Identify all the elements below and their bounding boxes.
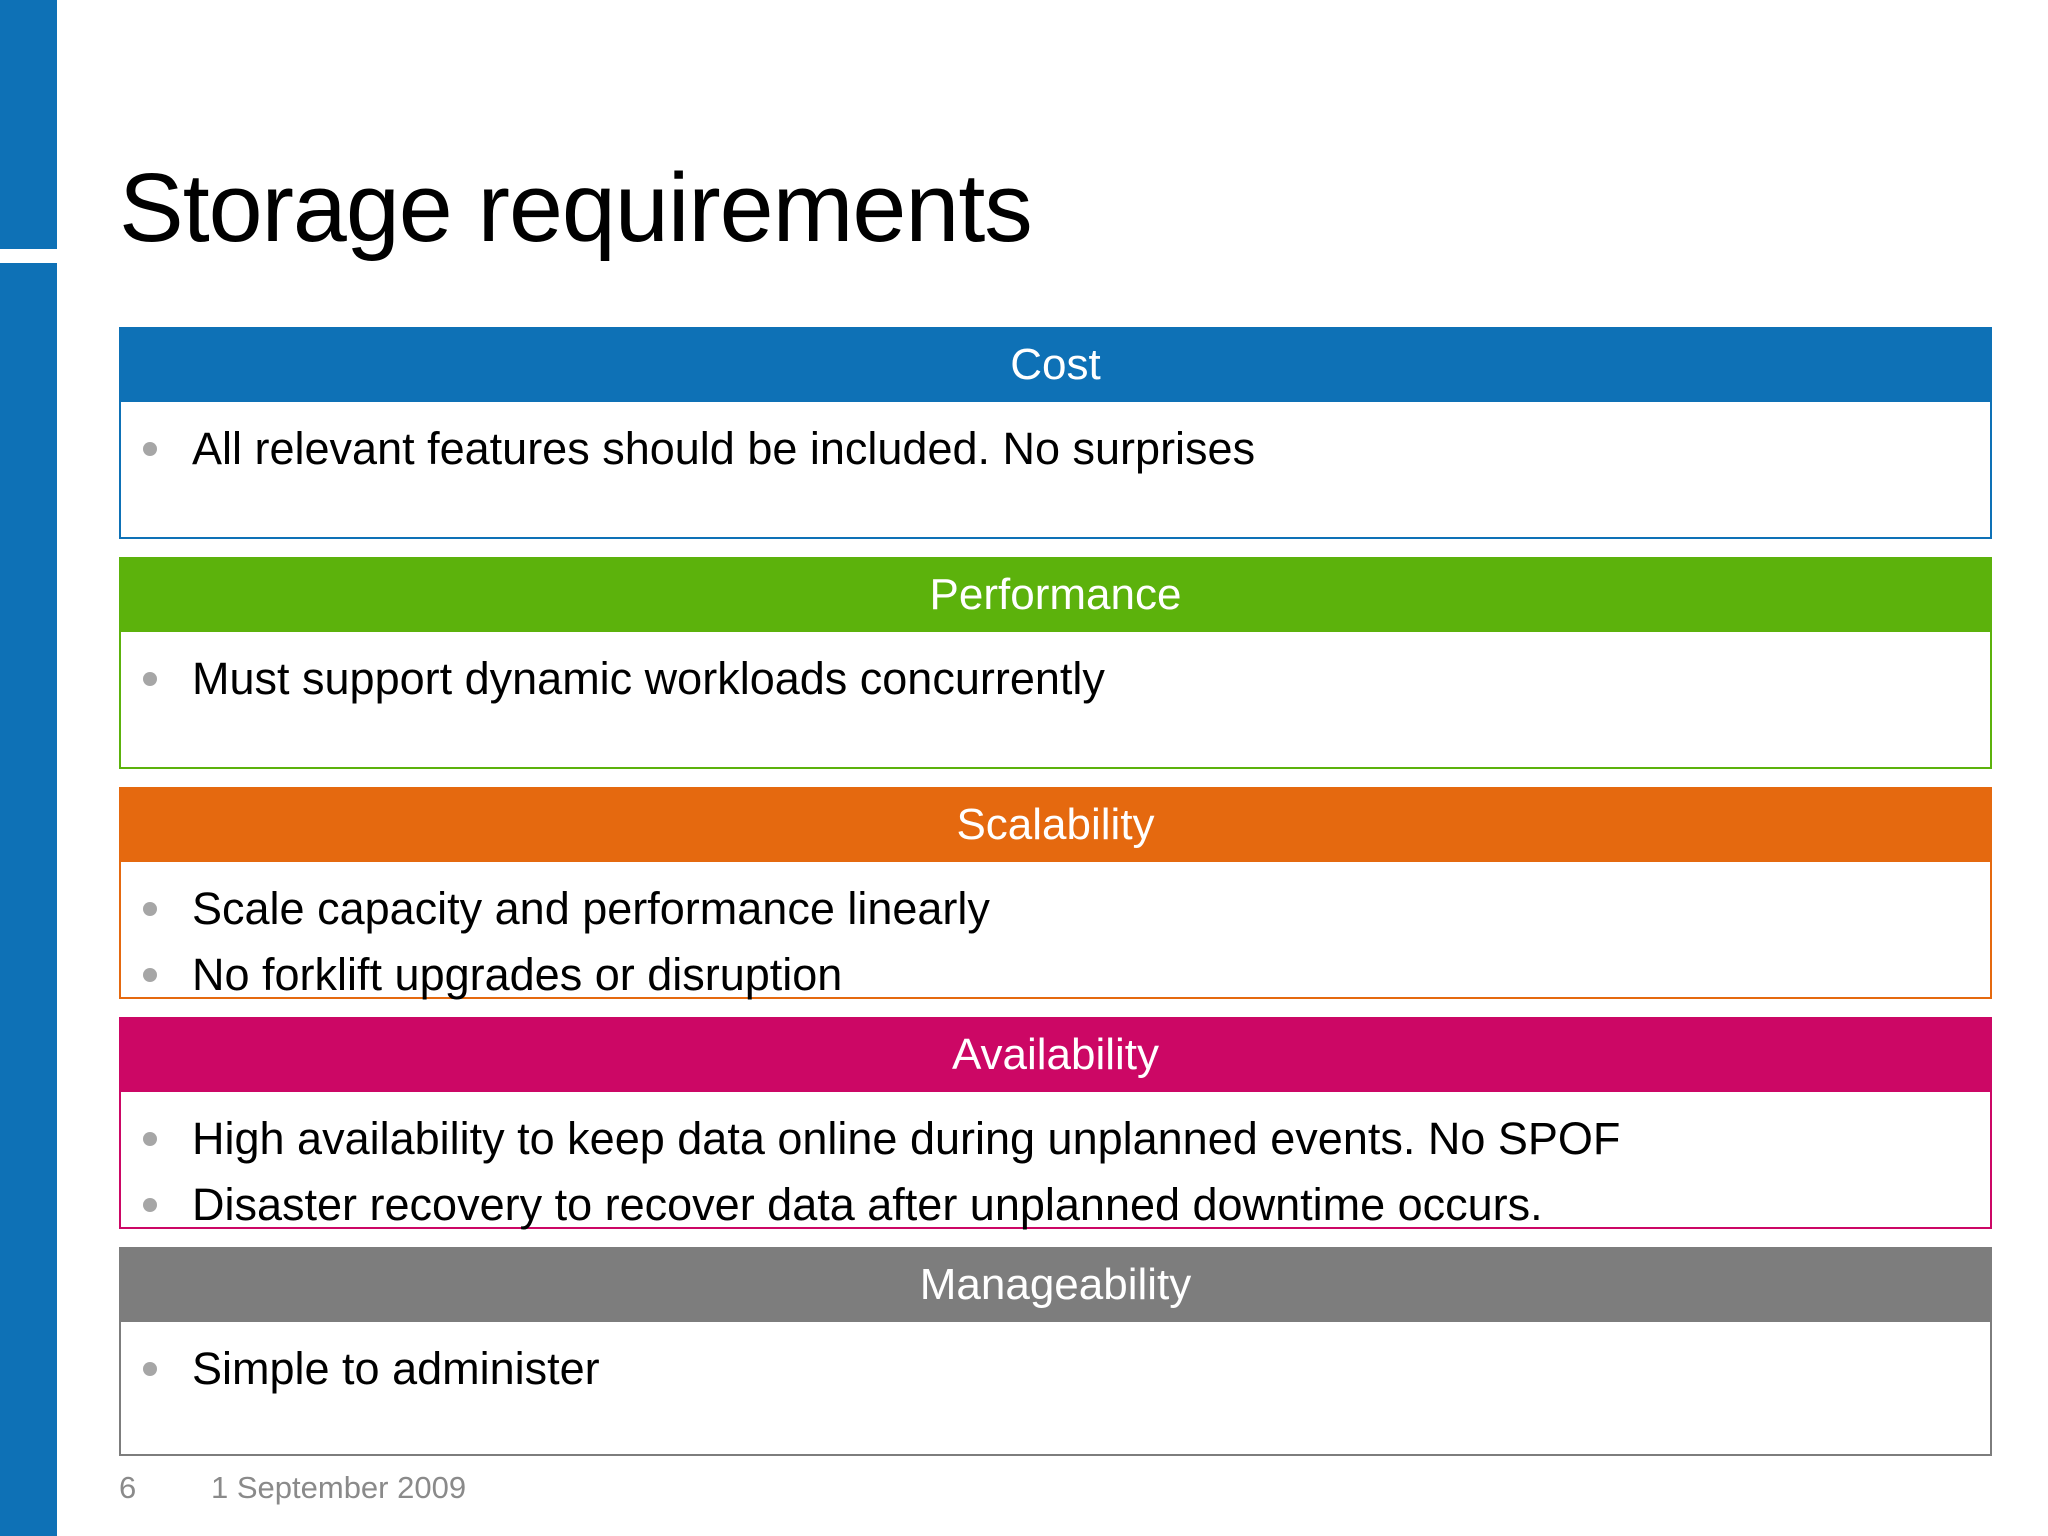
section-title: Manageability [919, 1259, 1192, 1309]
footer-date: 1 September 2009 [211, 1470, 467, 1505]
section-body: All relevant features should be included… [119, 402, 1992, 539]
bullet-item: Must support dynamic workloads concurren… [121, 646, 1990, 712]
bullet-dot-icon [143, 902, 157, 916]
bullet-item: Scale capacity and performance linearly [121, 876, 1990, 942]
bullet-text: No forklift upgrades or disruption [192, 949, 843, 1000]
bullet-list: Simple to administer [121, 1336, 1990, 1402]
bullet-dot-icon [143, 442, 157, 456]
bullet-item: Disaster recovery to recover data after … [121, 1172, 1990, 1238]
bullet-list: High availability to keep data online du… [121, 1106, 1990, 1238]
footer: 6 1 September 2009 [119, 1470, 466, 1506]
section-header: Cost [119, 327, 1992, 402]
bullet-text: Simple to administer [192, 1343, 600, 1394]
section-availability: Availability High availability to keep d… [119, 1017, 1992, 1230]
section-title: Performance [929, 569, 1182, 619]
bullet-item: High availability to keep data online du… [121, 1106, 1990, 1172]
section-header: Scalability [119, 787, 1992, 862]
bullet-item: Simple to administer [121, 1336, 1990, 1402]
section-header: Availability [119, 1017, 1992, 1092]
bullet-text: All relevant features should be included… [192, 423, 1256, 474]
page-title: Storage requirements [119, 153, 1033, 262]
bullet-list: All relevant features should be included… [121, 416, 1990, 482]
section-body: High availability to keep data online du… [119, 1092, 1992, 1230]
sections: Cost All relevant features should be inc… [119, 327, 1992, 1474]
page-number: 6 [119, 1470, 137, 1505]
bullet-dot-icon [143, 968, 157, 982]
bullet-text: Must support dynamic workloads concurren… [192, 653, 1105, 704]
section-header: Performance [119, 557, 1992, 632]
section-scalability: Scalability Scale capacity and performan… [119, 787, 1992, 1000]
bullet-item: No forklift upgrades or disruption [121, 942, 1990, 1008]
section-title: Availability [951, 1029, 1160, 1079]
left-accent-bar-top [0, 0, 57, 249]
bullet-dot-icon [143, 1132, 157, 1146]
bullet-dot-icon [143, 1198, 157, 1212]
section-header: Manageability [119, 1247, 1992, 1322]
bullet-dot-icon [143, 672, 157, 686]
left-accent-bar-bottom [0, 263, 57, 1536]
section-performance: Performance Must support dynamic workloa… [119, 557, 1992, 769]
section-body: Simple to administer [119, 1322, 1992, 1456]
section-body: Must support dynamic workloads concurren… [119, 632, 1992, 769]
bullet-dot-icon [143, 1362, 157, 1376]
section-title: Cost [1010, 339, 1101, 389]
bullet-text: Disaster recovery to recover data after … [192, 1179, 1543, 1230]
section-title: Scalability [956, 799, 1155, 849]
section-cost: Cost All relevant features should be inc… [119, 327, 1992, 539]
bullet-list: Must support dynamic workloads concurren… [121, 646, 1990, 712]
bullet-text: High availability to keep data online du… [192, 1113, 1621, 1164]
section-manageability: Manageability Simple to administer [119, 1247, 1992, 1456]
bullet-text: Scale capacity and performance linearly [192, 883, 990, 934]
bullet-item: All relevant features should be included… [121, 416, 1990, 482]
